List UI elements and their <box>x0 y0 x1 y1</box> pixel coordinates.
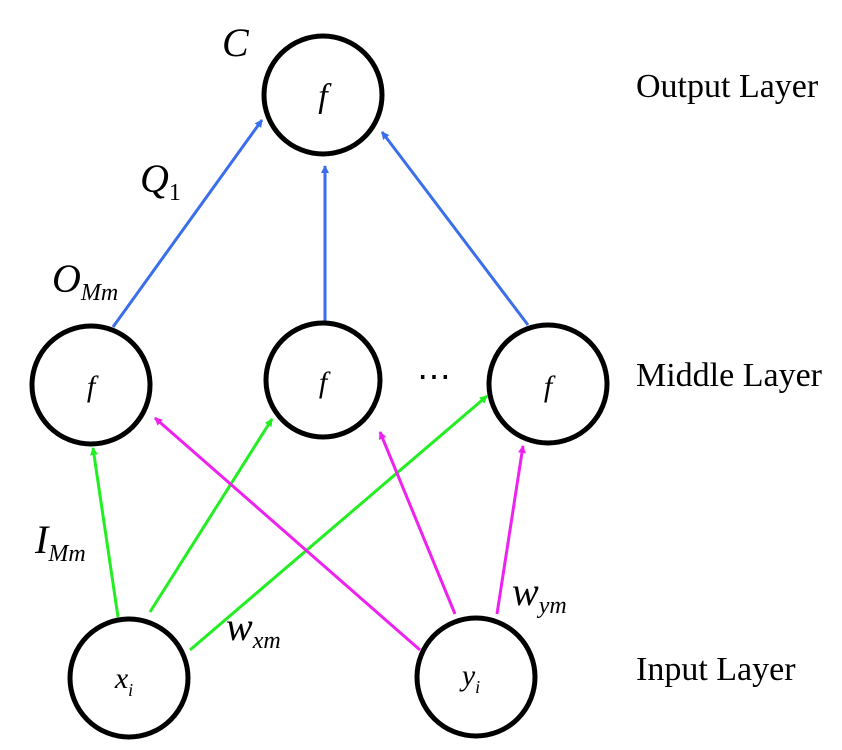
edge-x-to-middle3 <box>189 394 488 652</box>
edge-label-wx: wxm <box>226 604 281 654</box>
edge-label-o: OMm <box>52 256 118 306</box>
middle-node-1: f <box>29 323 153 447</box>
edge-middle3-to-output <box>380 131 530 326</box>
edge-middle1-to-output <box>111 119 264 328</box>
input-node-x-label: xi <box>114 662 133 700</box>
edge-label-q: Q1 <box>140 156 181 206</box>
layer-label-input: Input Layer <box>636 651 796 688</box>
middle-node-2: f <box>263 320 383 440</box>
output-node: f <box>261 33 385 157</box>
edge-x-to-middle2 <box>148 418 274 613</box>
edge-label-i: IMm <box>34 517 86 567</box>
edge-y-to-middle1 <box>154 416 421 652</box>
layer-label-output: Output Layer <box>636 68 819 105</box>
input-node-y: yi <box>414 615 538 739</box>
edge-label-wy: wym <box>512 569 567 619</box>
edge-y-to-middle3 <box>495 445 526 615</box>
input-x-edges <box>90 394 488 652</box>
input-node-y-label: yi <box>459 659 480 697</box>
middle-ellipsis: ⋯ <box>417 359 451 396</box>
layer-label-middle: Middle Layer <box>636 357 823 394</box>
output-node-label: C <box>222 20 250 65</box>
output-edges <box>111 119 530 328</box>
input-y-edges <box>154 416 526 652</box>
edge-x-to-middle1 <box>90 447 120 618</box>
middle-node-3: f <box>486 322 610 446</box>
input-node-x: xi <box>67 616 191 740</box>
edge-y-to-middle3-left <box>378 431 457 615</box>
